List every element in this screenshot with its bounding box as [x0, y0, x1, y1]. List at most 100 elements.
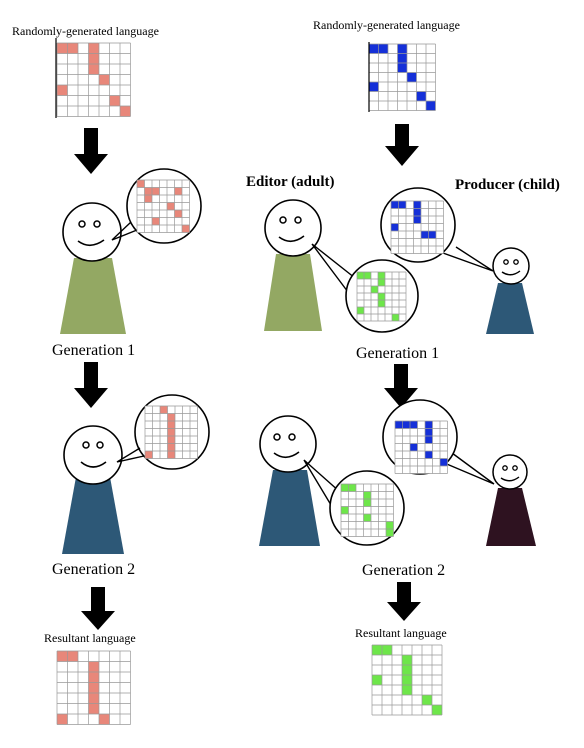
- grid-filled-cell: [182, 225, 190, 233]
- smiley-face-icon: [63, 425, 123, 485]
- left-resultant-language-grid: [56, 650, 131, 725]
- grid-filled-cell: [364, 272, 371, 279]
- producer-label: Producer (child): [455, 177, 560, 193]
- grid-filled-cell: [57, 651, 68, 662]
- grid-filled-cell: [378, 293, 385, 300]
- grid-filled-cell: [144, 187, 152, 195]
- smiley-face-icon: [492, 454, 528, 490]
- grid-filled-cell: [416, 91, 426, 101]
- grid-filled-cell: [397, 53, 407, 63]
- grid-filled-cell: [440, 458, 448, 466]
- right-generation-1-label: Generation 1: [356, 345, 439, 362]
- person-body: [62, 477, 124, 554]
- grid-filled-cell: [137, 180, 145, 188]
- grid-filled-cell: [378, 279, 385, 286]
- right-arrow-1: [385, 124, 419, 166]
- grid-filled-cell: [372, 645, 382, 655]
- smiley-face-icon: [492, 247, 530, 285]
- grid-filled-cell: [88, 53, 99, 64]
- grid-filled-cell: [341, 484, 349, 492]
- grid-filled-cell: [371, 286, 378, 293]
- grid-filled-cell: [391, 223, 399, 231]
- left-initial-language-grid: [56, 42, 131, 117]
- grid-filled-cell: [363, 491, 371, 499]
- grid-filled-cell: [398, 201, 406, 209]
- grid-filled-cell: [391, 201, 399, 209]
- grid-filled-cell: [99, 74, 110, 85]
- grid-filled-cell: [348, 484, 356, 492]
- grid-filled-cell: [402, 421, 410, 429]
- grid-filled-cell: [167, 421, 175, 429]
- grid-filled-cell: [425, 451, 433, 459]
- grid-filled-cell: [144, 195, 152, 203]
- grid-filled-cell: [167, 436, 175, 444]
- grid-filled-cell: [425, 421, 433, 429]
- grid-filled-cell: [167, 428, 175, 436]
- grid-filled-cell: [167, 202, 175, 210]
- grid-filled-cell: [174, 187, 182, 195]
- grid-filled-cell: [341, 506, 349, 514]
- grid-filled-cell: [369, 44, 379, 54]
- grid-filled-cell: [422, 695, 432, 705]
- grid-filled-cell: [160, 406, 168, 414]
- grid-filled-cell: [413, 216, 421, 224]
- person-body: [264, 254, 322, 331]
- grid-filled-cell: [174, 210, 182, 218]
- person-body: [486, 488, 536, 546]
- grid-filled-cell: [426, 101, 436, 111]
- grid-filled-cell: [386, 529, 394, 537]
- grid-filled-cell: [67, 43, 78, 54]
- right-top-caption: Randomly-generated language: [313, 18, 460, 32]
- grid-filled-cell: [407, 72, 417, 82]
- grid-filled-cell: [378, 300, 385, 307]
- smiley-face-icon: [264, 199, 322, 257]
- right-resultant-language-grid: [371, 644, 443, 716]
- right-arrow-3: [387, 582, 421, 621]
- right-initial-language-grid: [368, 43, 436, 111]
- grid-filled-cell: [386, 521, 394, 529]
- grid-filled-cell: [99, 714, 110, 725]
- grid-filled-cell: [397, 63, 407, 73]
- editor-label: Editor (adult): [246, 174, 334, 190]
- grid-filled-cell: [378, 272, 385, 279]
- grid-filled-cell: [410, 443, 418, 451]
- grid-filled-cell: [425, 436, 433, 444]
- grid-filled-cell: [432, 705, 442, 715]
- grid-filled-cell: [363, 514, 371, 522]
- right-gen2-editor-person: [259, 415, 320, 546]
- grid-filled-cell: [372, 675, 382, 685]
- right-gen2-editor-bubble: [303, 459, 405, 546]
- grid-filled-cell: [369, 82, 379, 92]
- grid-filled-cell: [167, 443, 175, 451]
- left-arrow-3: [81, 587, 115, 630]
- left-gen2-speech-bubble: [116, 394, 210, 470]
- grid-filled-cell: [363, 499, 371, 507]
- left-generation-1-label: Generation 1: [52, 342, 135, 359]
- grid-filled-cell: [57, 43, 68, 54]
- grid-filled-cell: [88, 43, 99, 54]
- grid-filled-cell: [167, 413, 175, 421]
- person-body: [259, 470, 320, 546]
- grid-filled-cell: [425, 428, 433, 436]
- grid-filled-cell: [397, 44, 407, 54]
- left-top-caption: Randomly-generated language: [12, 24, 159, 38]
- left-arrow-1: [74, 128, 108, 174]
- right-gen1-producer-bubble: [380, 187, 494, 272]
- smiley-face-icon: [62, 202, 122, 262]
- grid-filled-cell: [402, 675, 412, 685]
- grid-filled-cell: [88, 672, 99, 683]
- right-gen2-producer-person: [486, 454, 536, 546]
- grid-filled-cell: [57, 714, 68, 725]
- grid-filled-cell: [67, 651, 78, 662]
- left-bottom-caption: Resultant language: [44, 631, 136, 645]
- left-arrow-2: [74, 362, 108, 408]
- grid-filled-cell: [421, 231, 429, 239]
- person-body: [486, 283, 534, 334]
- left-gen1-speech-bubble: [111, 168, 202, 244]
- person-body: [60, 258, 126, 334]
- grid-filled-cell: [410, 421, 418, 429]
- grid-filled-cell: [167, 451, 175, 459]
- grid-filled-cell: [357, 272, 364, 279]
- grid-filled-cell: [392, 314, 399, 321]
